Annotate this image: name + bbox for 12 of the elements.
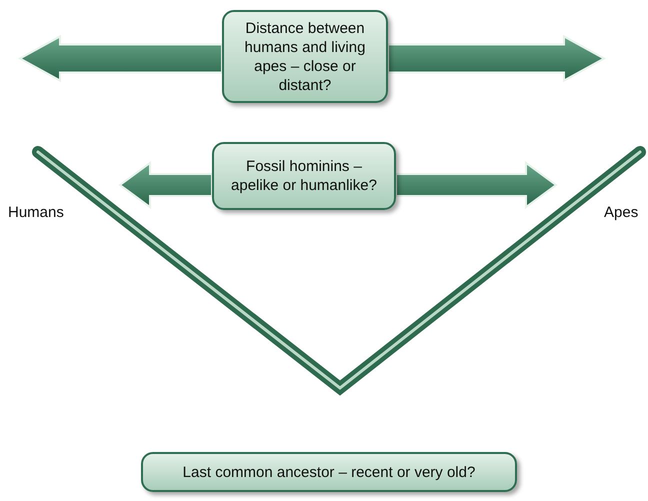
question-box	[222, 10, 388, 103]
side-label: Apes	[604, 204, 638, 221]
question-text: Last common ancestor – recent or very old?	[182, 462, 476, 482]
side-label: Humans	[8, 204, 64, 221]
block-arrow	[118, 161, 213, 209]
question-box	[212, 142, 396, 210]
question-text: Distance between humans and living apes – close or distant?	[244, 18, 366, 94]
block-arrow	[395, 161, 558, 209]
question-box	[141, 452, 517, 492]
block-arrow	[387, 34, 606, 82]
question-text: Fossil hominins – apelike or humanlike?	[230, 157, 378, 195]
block-arrow	[18, 34, 223, 82]
